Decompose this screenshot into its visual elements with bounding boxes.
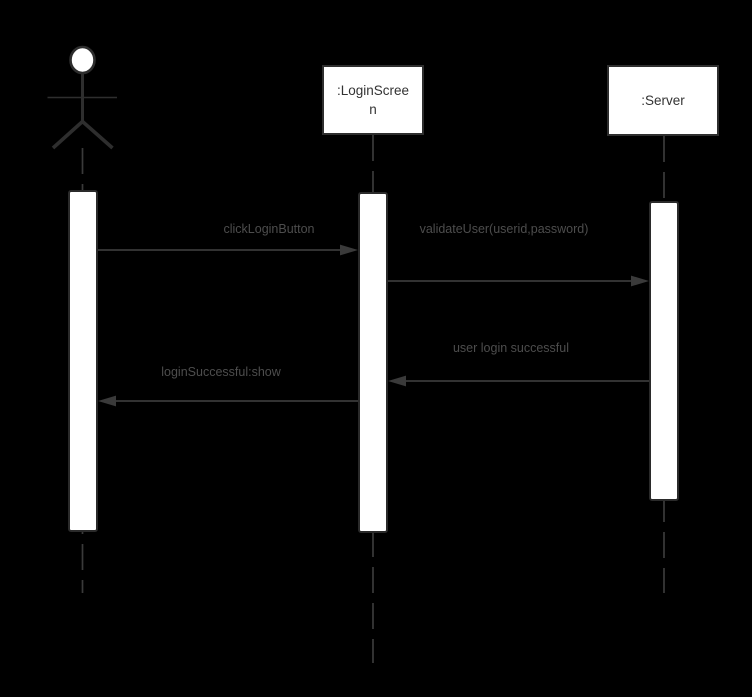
actor-head (69, 45, 96, 75)
actor-legs (51, 119, 114, 150)
message-label-validateuser: validateUser(userid,password) (419, 222, 589, 236)
message-label-user-login-successful: user login successful (452, 341, 570, 355)
arrowhead-right-icon (631, 275, 649, 287)
arrowhead-left-icon (98, 395, 116, 407)
server-lifeline-head: :Server (607, 65, 719, 136)
arrowhead-left-icon (388, 375, 406, 387)
message-arrow-user-login-successful (388, 375, 649, 387)
loginscreen-label-line1: :LoginScree (336, 83, 410, 98)
message-label-clickloginbutton: clickLoginButton (223, 222, 315, 236)
loginscreen-lifeline-head: :LoginScree n (322, 65, 424, 135)
server-activation-bar (649, 201, 679, 501)
arrowhead-right-icon (340, 244, 358, 256)
message-arrow-loginsuccessful-show (98, 395, 358, 407)
message-arrow-clickloginbutton (98, 244, 358, 256)
actor-stick-figure-icon (47, 45, 117, 150)
loginscreen-activation-bar (358, 192, 388, 533)
actor-activation-bar (68, 190, 98, 532)
server-label: :Server (641, 93, 685, 108)
loginscreen-label-line2: n (369, 102, 377, 117)
message-arrow-validateuser (388, 275, 649, 287)
message-label-loginsuccessful-show: loginSuccessful:show (161, 365, 281, 379)
